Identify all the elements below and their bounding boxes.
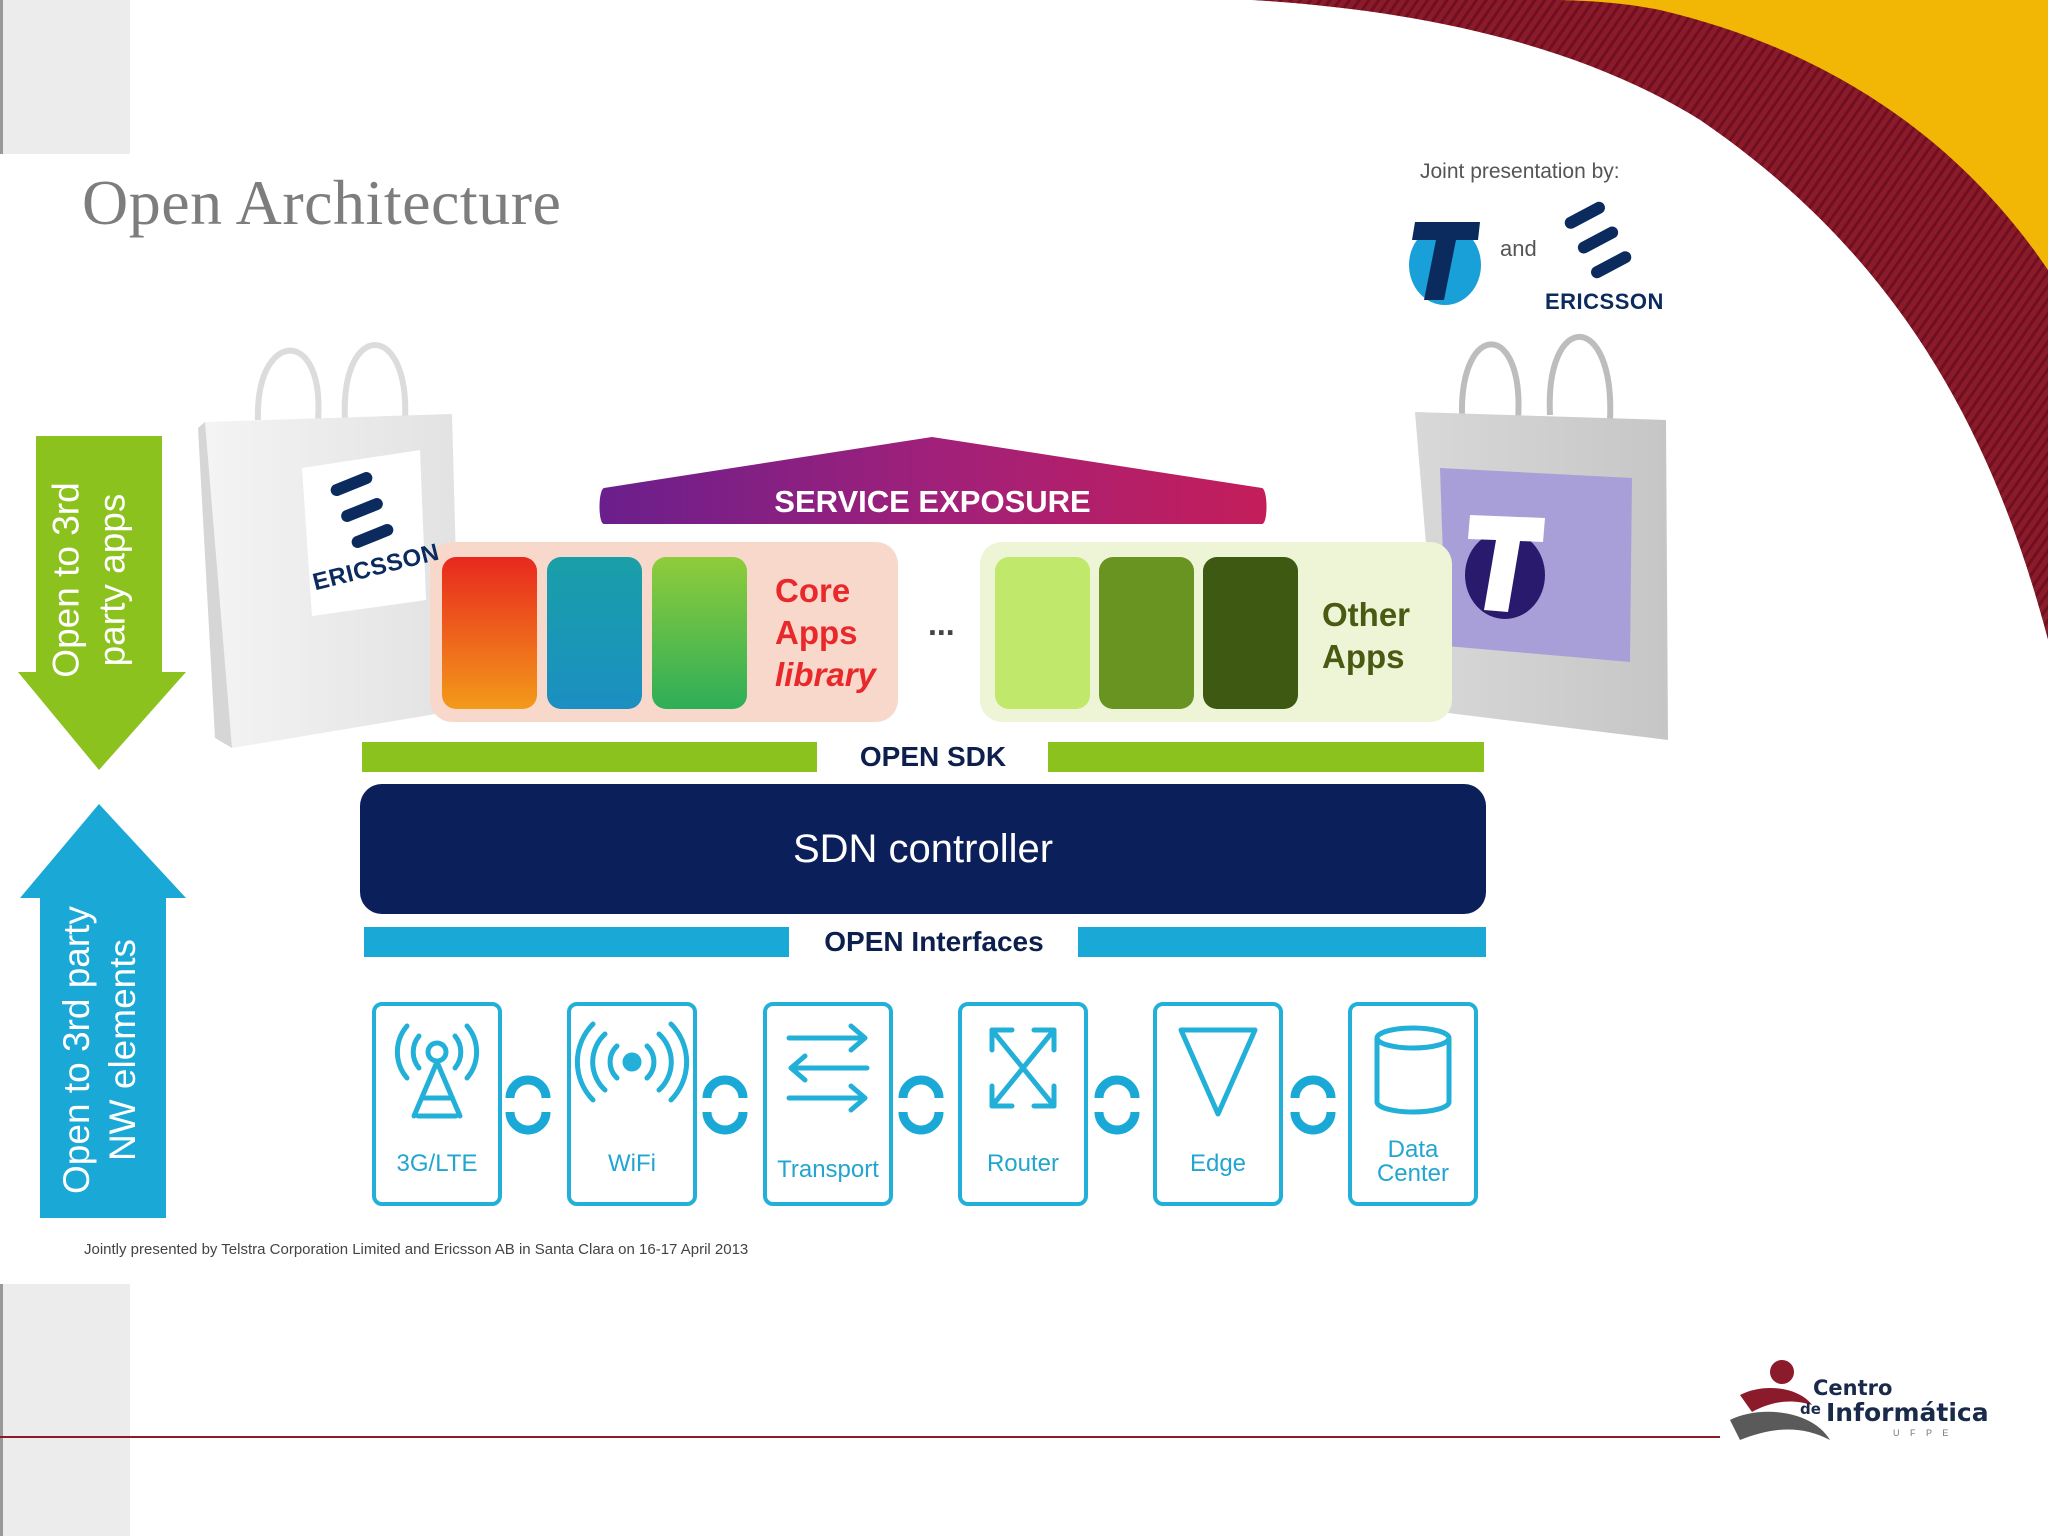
- ericsson-bag: [198, 342, 460, 748]
- cin-informatica: Informática: [1826, 1398, 1989, 1427]
- up-arrow-nw: [20, 804, 186, 1218]
- ericsson-logo: [1564, 201, 1632, 279]
- nw-label-center: Center: [1376, 1160, 1450, 1187]
- corner-strip-bottom: [0, 1284, 130, 1536]
- antenna-icon: [394, 1023, 480, 1119]
- cin-logo-mark: [1730, 1360, 1830, 1440]
- joint-presentation-label: Joint presentation by:: [1420, 160, 1620, 183]
- service-exposure-shape: [599, 437, 1267, 524]
- nw-arrow-line2: NW elements: [102, 938, 144, 1162]
- apps-arrow-line2: party apps: [92, 493, 133, 667]
- nw-label-router: Router: [986, 1150, 1060, 1177]
- wifi-icon: [574, 1021, 690, 1103]
- router-icon: [989, 1027, 1057, 1109]
- ellipsis: ...: [928, 606, 955, 642]
- down-arrow-apps: [18, 436, 186, 770]
- cin-ufpe: U F P E: [1893, 1428, 1953, 1438]
- other-app-tile-2: [1099, 557, 1194, 709]
- other-apps-label: Other Apps: [1322, 594, 1410, 678]
- nw-element-router: Router: [958, 1002, 1088, 1206]
- other-app-tile-1: [995, 557, 1090, 709]
- apps-arrow-line1: Open to 3rd: [46, 482, 87, 678]
- core-apps-label: Core Apps library: [775, 570, 876, 696]
- database-icon: [1374, 1025, 1452, 1115]
- sdn-controller-label: SDN controller: [792, 826, 1054, 871]
- nw-element-wifi: WiFi: [567, 1002, 697, 1206]
- core-app-tile-1: [442, 557, 537, 709]
- maroon-swoosh: [1250, 0, 2048, 640]
- core-apps-line1: Core: [775, 572, 851, 609]
- sdn-controller: SDN controller: [360, 784, 1486, 914]
- page-title: Open Architecture: [82, 167, 562, 238]
- nw-label-edge: Edge: [1189, 1150, 1247, 1177]
- transport-arrows-icon: [786, 1023, 870, 1113]
- nw-label-wifi: WiFi: [608, 1150, 656, 1177]
- telstra-bag: [1415, 334, 1668, 740]
- and-label: and: [1500, 236, 1537, 261]
- cin-centro: Centro: [1813, 1376, 1893, 1400]
- other-apps-line1: Other: [1322, 596, 1411, 633]
- open-interfaces-bar-left: [364, 927, 789, 957]
- telstra-logo: [1409, 222, 1481, 305]
- nw-arrow-line1: Open to 3rd party: [56, 906, 98, 1194]
- open-sdk-bar-right: [1048, 742, 1484, 772]
- nw-element-transport: Transport: [763, 1002, 893, 1206]
- nw-element-data-center: Data Center: [1348, 1002, 1478, 1206]
- core-apps-line2: Apps: [775, 614, 858, 651]
- open-sdk-label: OPEN SDK: [820, 740, 1046, 774]
- open-interfaces-label: OPEN Interfaces: [792, 925, 1076, 959]
- nw-element-edge: Edge: [1153, 1002, 1283, 1206]
- yellow-swoosh: [1560, 0, 2048, 270]
- nw-label-3g-lte: 3G/LTE: [396, 1150, 478, 1177]
- edge-triangle-icon: [1178, 1027, 1258, 1117]
- nw-element-3g-lte: 3G/LTE: [372, 1002, 502, 1206]
- core-apps-line3: library: [775, 656, 876, 693]
- corner-strip-top: [0, 0, 130, 154]
- bottom-rule: [0, 1436, 1720, 1438]
- footer-note: Jointly presented by Telstra Corporation…: [84, 1241, 749, 1258]
- nw-label-transport: Transport: [777, 1156, 879, 1183]
- cin-de: de: [1800, 1400, 1821, 1418]
- open-sdk-bar-left: [362, 742, 817, 772]
- nw-connectors: [505, 1075, 1336, 1135]
- core-app-tile-2: [547, 557, 642, 709]
- nw-label-data: Data: [1387, 1136, 1439, 1163]
- service-exposure-label: SERVICE EXPOSURE: [774, 484, 1091, 519]
- other-apps-line2: Apps: [1322, 638, 1405, 675]
- other-app-tile-3: [1203, 557, 1298, 709]
- apps-arrow-label: Open to 3rd party apps: [0, 482, 210, 677]
- open-interfaces-bar-right: [1078, 927, 1486, 957]
- nw-arrow-label: Open to 3rd party NW elements: [0, 906, 220, 1194]
- ericsson-logo-text: ERICSSON: [1545, 289, 1664, 314]
- core-app-tile-3: [652, 557, 747, 709]
